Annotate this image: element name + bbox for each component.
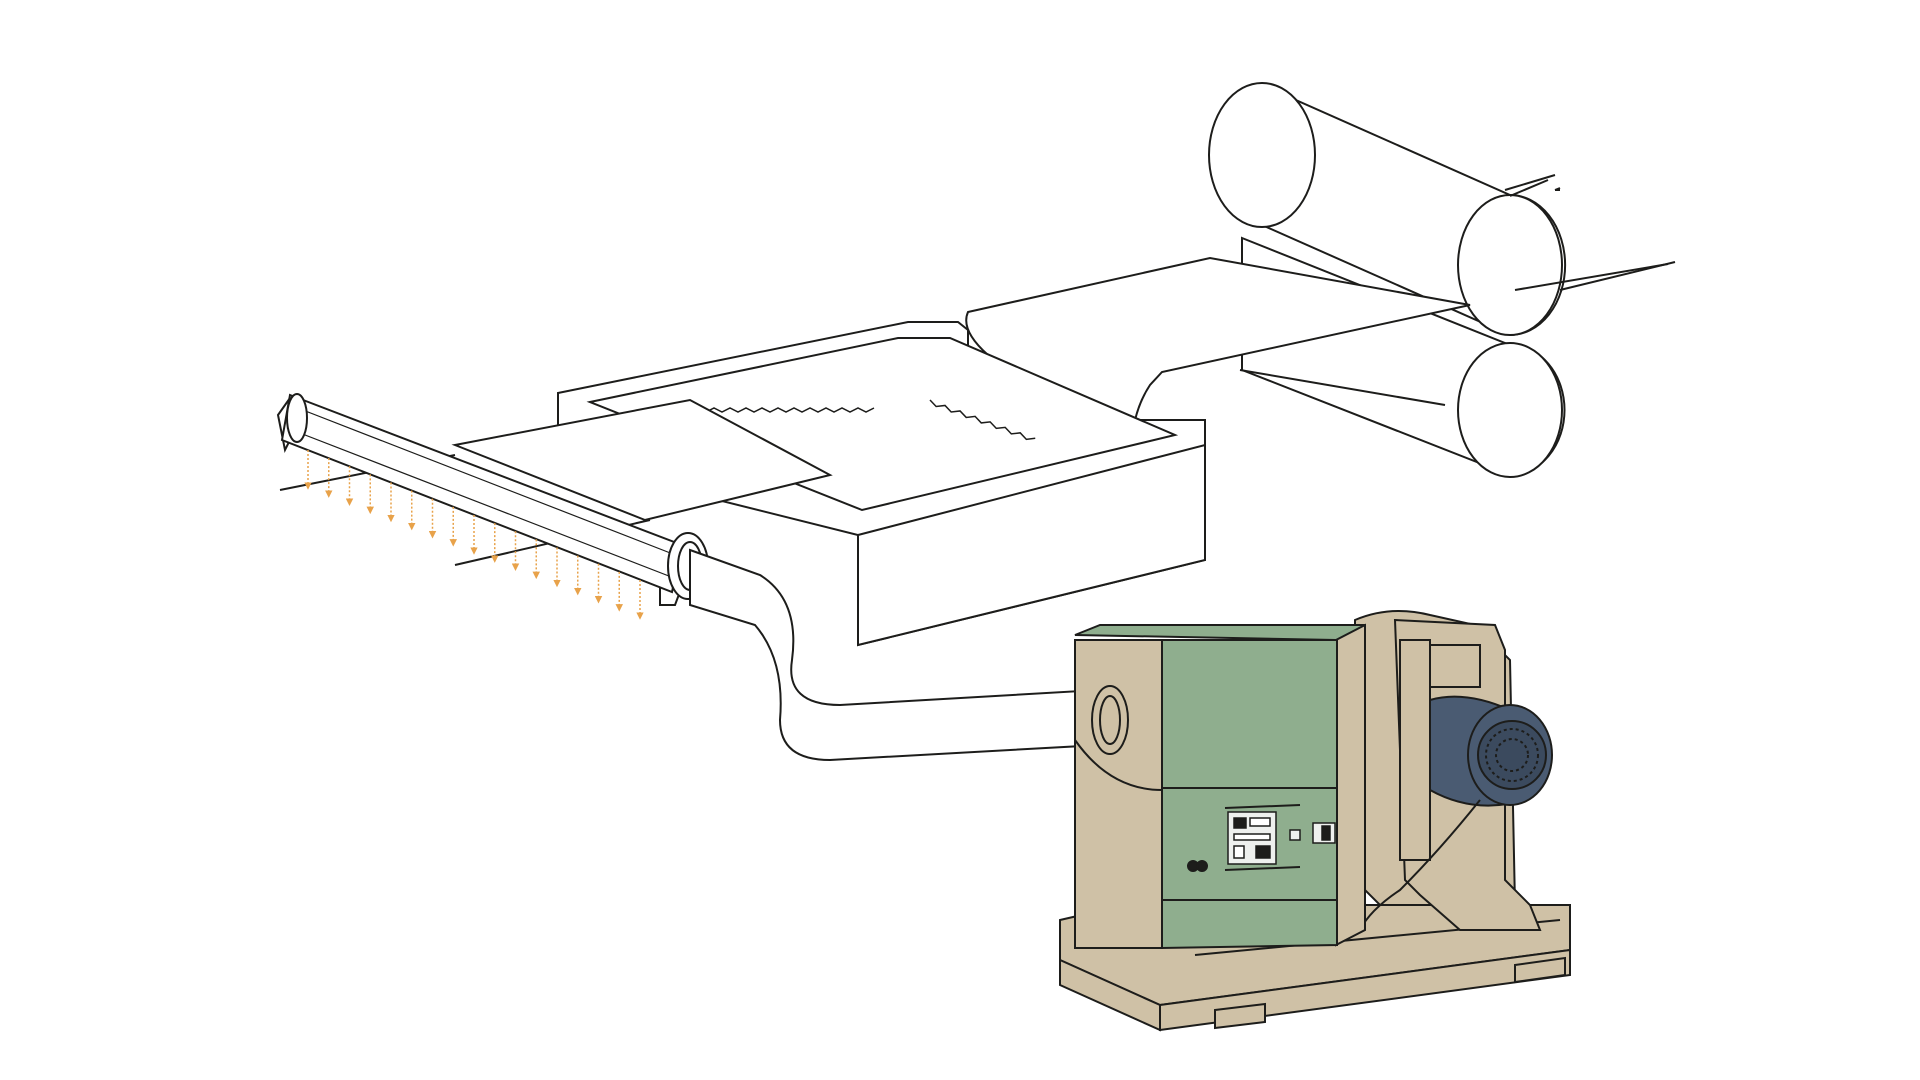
blower-cabinet-icon xyxy=(1074,623,1366,950)
motor-icon xyxy=(1359,695,1553,931)
airflow-arrows xyxy=(304,450,644,620)
collection-tray-icon xyxy=(557,321,1206,647)
control-panel-icon xyxy=(1227,811,1336,865)
